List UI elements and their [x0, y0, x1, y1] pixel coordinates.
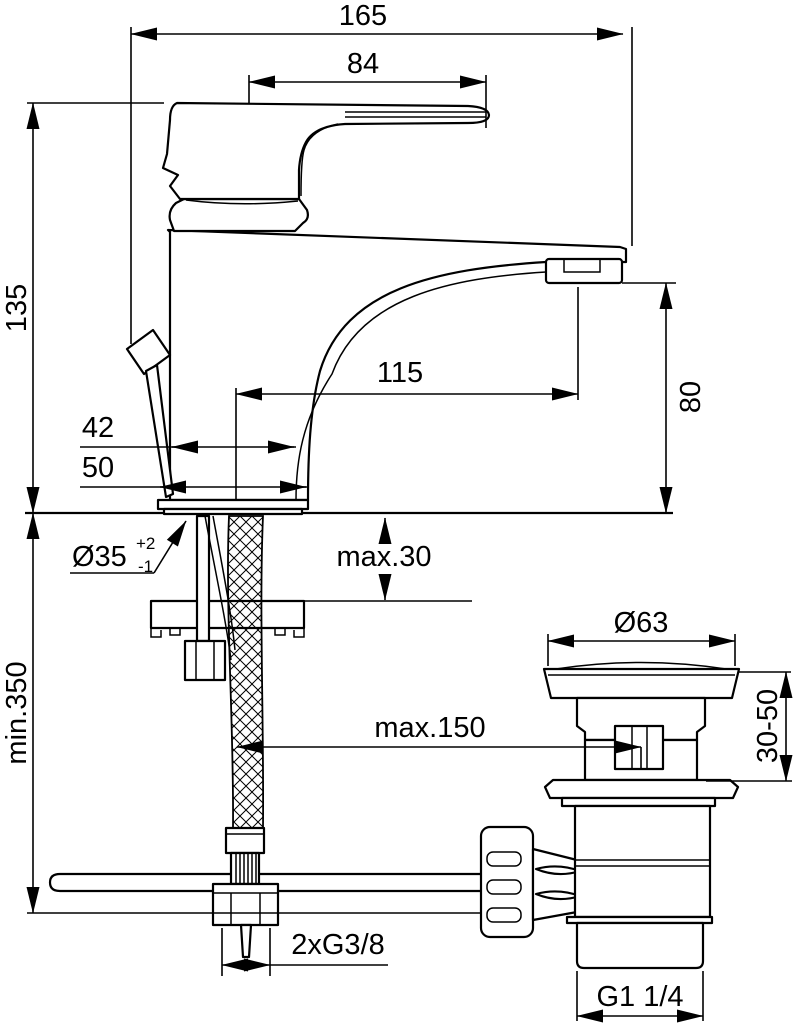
bracket-right-foot — [274, 628, 305, 638]
dim-label-80: 80 — [675, 381, 707, 413]
bracket-left-foot — [150, 628, 181, 638]
dim-label-135: 135 — [1, 284, 33, 332]
faucet-body — [125, 101, 628, 516]
dim-handle-length: 84 — [248, 48, 487, 128]
dim-label-g114: G1 1/4 — [596, 981, 683, 1013]
dim-body-base-width: 42 — [80, 412, 296, 454]
mounting-bracket — [149, 599, 306, 630]
dim-label-max150: max.150 — [374, 712, 485, 744]
dim-spout-reach: 115 — [235, 287, 579, 500]
pop-up-rod — [144, 363, 175, 499]
corrugation-lines — [235, 853, 257, 884]
drain-lower-body — [573, 804, 712, 919]
leader-arrow — [153, 520, 187, 574]
dim-label-hole-dia: Ø35 — [72, 541, 127, 573]
dim-total-length: 165 — [130, 0, 633, 344]
g38-nut — [211, 882, 280, 927]
dim-label-115: 115 — [377, 357, 423, 389]
dim-hole-diameter: Ø35 +2 -1 — [70, 520, 187, 576]
aerator-insert — [563, 258, 601, 273]
dim-min-hose-length: min.350 — [1, 512, 482, 914]
dim-label-hole-tol-plus: +2 — [136, 534, 155, 553]
dim-label-42: 42 — [82, 412, 114, 444]
dim-label-hole-tol-minus: -1 — [138, 557, 153, 576]
dim-label-84: 84 — [347, 48, 379, 80]
dim-label-2xg38: 2xG3/8 — [291, 929, 385, 961]
handle-lever — [161, 101, 491, 201]
dim-waste-thread: G1 1/4 — [576, 971, 704, 1023]
hose-ferrule — [224, 826, 266, 855]
mounting-hardware — [149, 514, 306, 682]
dim-label-max30: max.30 — [336, 541, 431, 573]
dim-height-above-deck: 135 — [1, 102, 164, 514]
dim-base-plate-width: 50 — [80, 452, 308, 494]
g38-nipple — [239, 923, 253, 959]
pop-up-rod-knob — [125, 328, 172, 376]
lever-inner-curve — [300, 123, 339, 197]
lever-detail-lines — [345, 111, 486, 118]
threaded-stud — [195, 514, 211, 643]
knurl-slot — [486, 851, 522, 867]
knurl-slot — [486, 879, 522, 895]
drain-flange-disc — [542, 667, 741, 700]
mounting-hex-nut — [183, 639, 227, 682]
dim-label-dia63: Ø63 — [614, 607, 669, 639]
dim-supply-thread: 2xG3/8 — [221, 928, 388, 976]
body-and-spout-outline — [166, 228, 628, 502]
hose-connector — [211, 826, 280, 959]
base-plate-lower — [162, 507, 304, 516]
dim-max-deck-thickness: max.30 — [304, 517, 472, 602]
knurl-slot — [486, 907, 522, 923]
dim-max-drain-distance: max.150 — [236, 712, 642, 769]
base-plate-upper — [156, 498, 310, 511]
dim-label-165: 165 — [339, 0, 387, 32]
dim-label-30-50: 30-50 — [752, 689, 784, 763]
linkage-rod — [48, 872, 483, 893]
dim-waste-cap-diameter: Ø63 — [547, 607, 736, 666]
braided-supply-hose — [227, 515, 265, 829]
drain-cone — [531, 847, 579, 922]
dim-label-50: 50 — [82, 452, 114, 484]
flange-dome-arc — [555, 661, 727, 670]
dome-detail-line — [185, 199, 299, 205]
drain-step-band — [560, 796, 717, 808]
cartridge-dome — [168, 197, 309, 233]
drain-assembly — [479, 661, 741, 970]
body-inner-contour — [295, 271, 547, 501]
dim-waste-adjust-range: 30-50 — [706, 671, 793, 782]
spout-aerator — [544, 257, 624, 285]
dim-label-min350: min.350 — [1, 661, 33, 764]
drain-thread-tail — [575, 921, 705, 970]
dim-outlet-height: 80 — [622, 282, 707, 514]
hose-corrugation — [229, 851, 261, 886]
drain-bottom-ring — [543, 778, 740, 800]
